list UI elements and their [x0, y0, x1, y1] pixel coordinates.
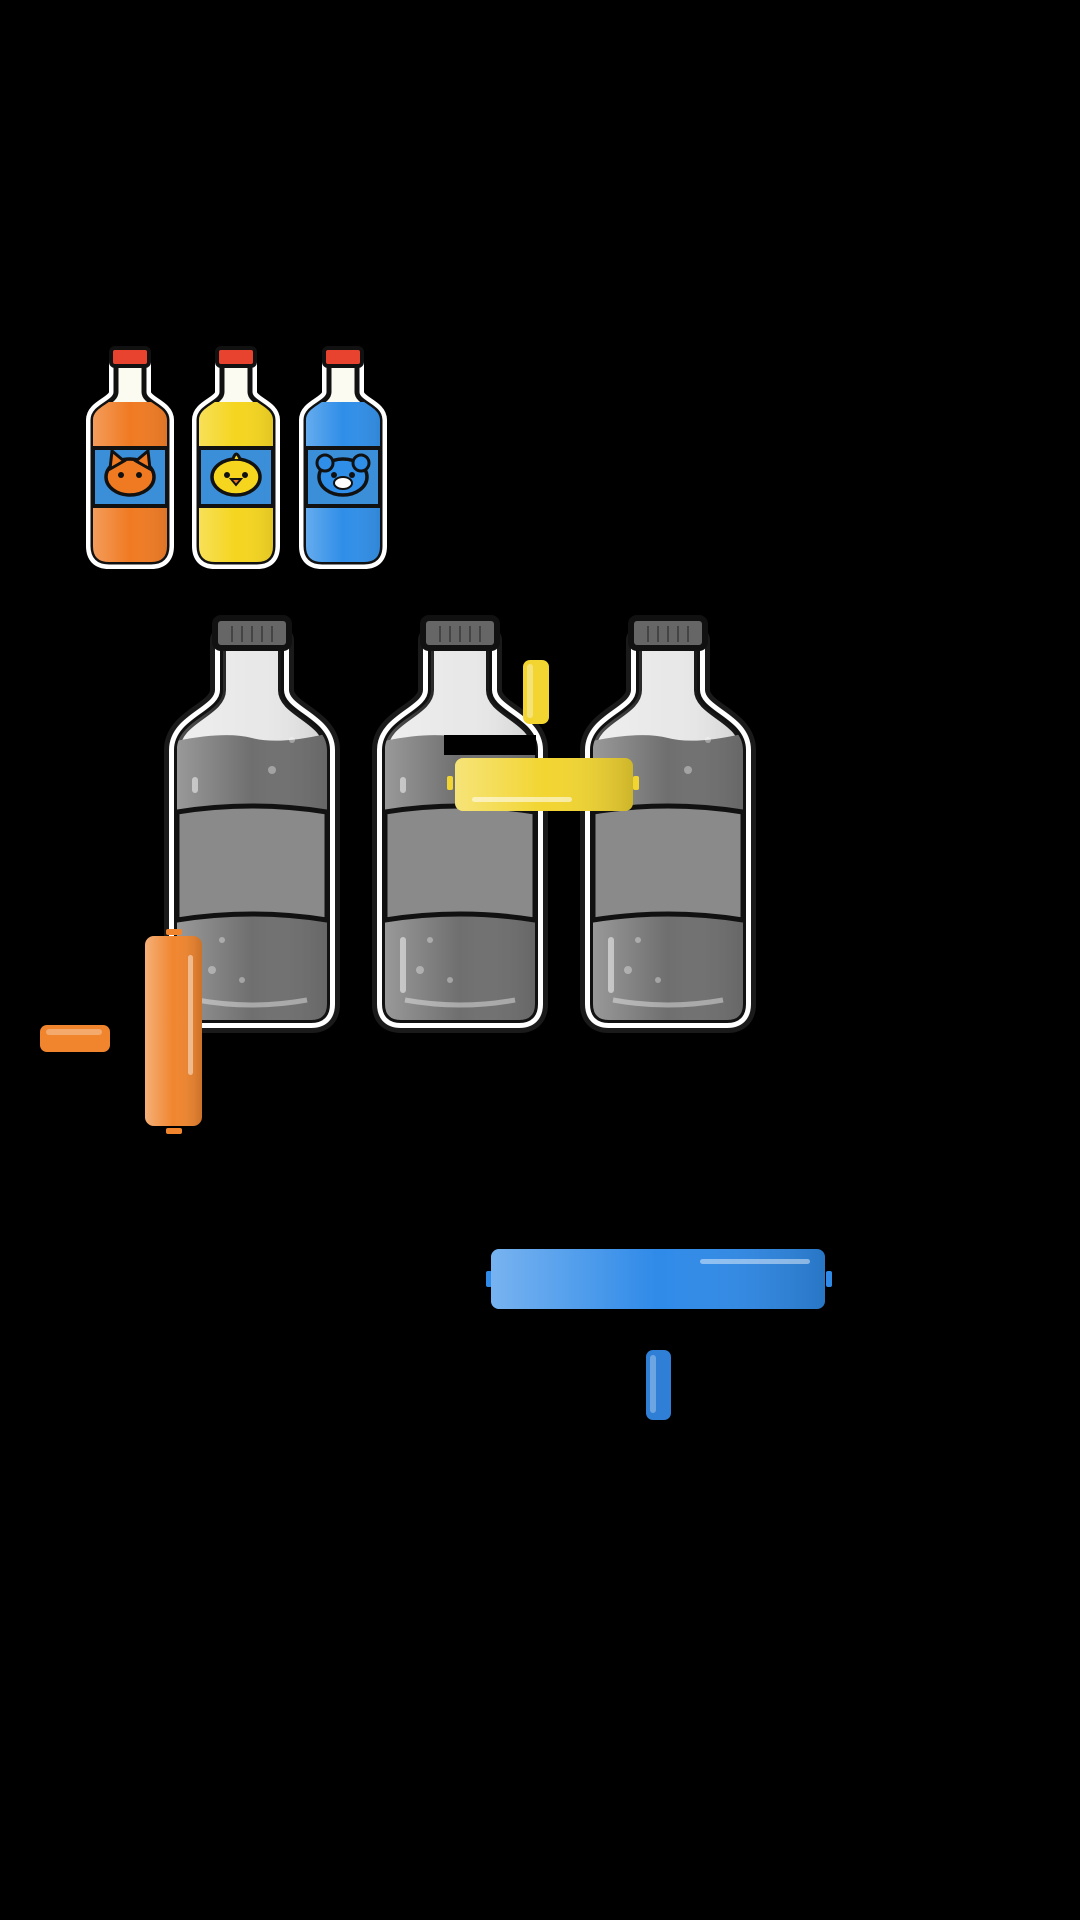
empty-bottles-row: [162, 615, 758, 1033]
yellow-chick-bottle: [192, 346, 280, 569]
yellow-block-horizontal[interactable]: [444, 735, 639, 811]
blue-bear-bottle: [299, 346, 387, 569]
empty-bottle-3[interactable]: [578, 615, 758, 1033]
empty-bottle-1[interactable]: [162, 615, 342, 1033]
chick-icon: [210, 452, 262, 497]
blue-block-small[interactable]: [646, 1350, 671, 1420]
cat-icon: [104, 448, 156, 497]
target-bottles-row: [86, 346, 387, 569]
orange-block-vertical[interactable]: [122, 929, 202, 1140]
orange-block-small[interactable]: [40, 1025, 110, 1052]
liquid-blocks: [40, 660, 834, 1420]
yellow-block-small[interactable]: [523, 660, 549, 724]
blue-block-horizontal[interactable]: [486, 1249, 834, 1330]
bear-icon: [315, 453, 371, 497]
orange-cat-bottle: [86, 346, 174, 569]
